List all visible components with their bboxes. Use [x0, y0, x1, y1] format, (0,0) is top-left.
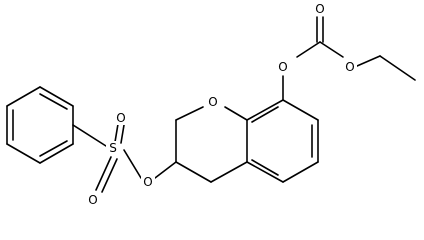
bond-carbonate-ethyl-o: [319, 41, 344, 58]
bond-c3-ester-o: [154, 161, 177, 179]
bond-o1-c2: [175, 106, 204, 121]
chemical-structure-diagram: O O O O S O O O: [6, 2, 416, 207]
bond-so-bottom-b: [101, 158, 118, 193]
bond-carbonate-phenol-o: [296, 41, 321, 58]
atom-o-sulfonyl-top: O: [114, 111, 128, 125]
atom-label-o-carbonyl: O: [315, 2, 324, 16]
bond-ph-inner-3: [39, 140, 68, 157]
atom-label-o-carbonate-ethyl: O: [345, 60, 354, 74]
atom-label-layer: O O O O S O O O: [86, 2, 357, 207]
bond-c8a-o1: [224, 106, 248, 121]
atom-label-s-sulfonyl: S: [109, 141, 117, 155]
bond-c3-c4: [175, 161, 212, 183]
bond-ethoxy-ch2: [356, 55, 381, 67]
bond-so-top-b: [120, 124, 125, 144]
atom-label-o-ring: O: [208, 95, 217, 109]
atom-o-ring: O: [205, 95, 221, 109]
atom-label-o-carbonate-phenol: O: [278, 60, 287, 74]
bond-ethyl-ch3: [379, 55, 416, 81]
atom-label-o-sulfonate-ester: O: [143, 175, 152, 189]
atom-label-o-sulfonyl-top: O: [116, 111, 125, 125]
bond-ph-inner-1: [39, 93, 68, 110]
atom-o-carbonate-phenol: O: [276, 60, 290, 74]
bond-ph-2: [39, 86, 74, 107]
bond-c5-c4a: [246, 161, 284, 183]
bond-c6-c5: [282, 161, 319, 183]
bond-ph-3: [6, 86, 41, 107]
atom-o-sulfonate-ester: O: [141, 175, 155, 189]
atom-o-carbonyl: O: [313, 2, 327, 16]
bond-arom-inner-2: [251, 159, 279, 176]
atom-label-o-sulfonyl-bottom: O: [88, 193, 97, 207]
bond-arom-inner-3: [251, 106, 279, 123]
bond-c4-c4a: [210, 161, 248, 183]
bond-layer: [6, 16, 416, 193]
bond-c8-c7: [282, 99, 319, 121]
bond-so-top-a: [114, 123, 119, 143]
bond-ester-o-s: [123, 149, 142, 179]
atom-o-sulfonyl-bottom: O: [86, 193, 100, 207]
atom-o-carbonate-ethyl: O: [343, 60, 357, 74]
bond-so-bottom-a: [95, 156, 112, 191]
bond-c8a-c8: [246, 99, 284, 121]
bond-ph-6: [39, 143, 74, 164]
atom-s-sulfonyl: S: [106, 141, 120, 155]
bond-ph-5: [6, 143, 41, 164]
bond-s-phenyl: [72, 124, 107, 147]
